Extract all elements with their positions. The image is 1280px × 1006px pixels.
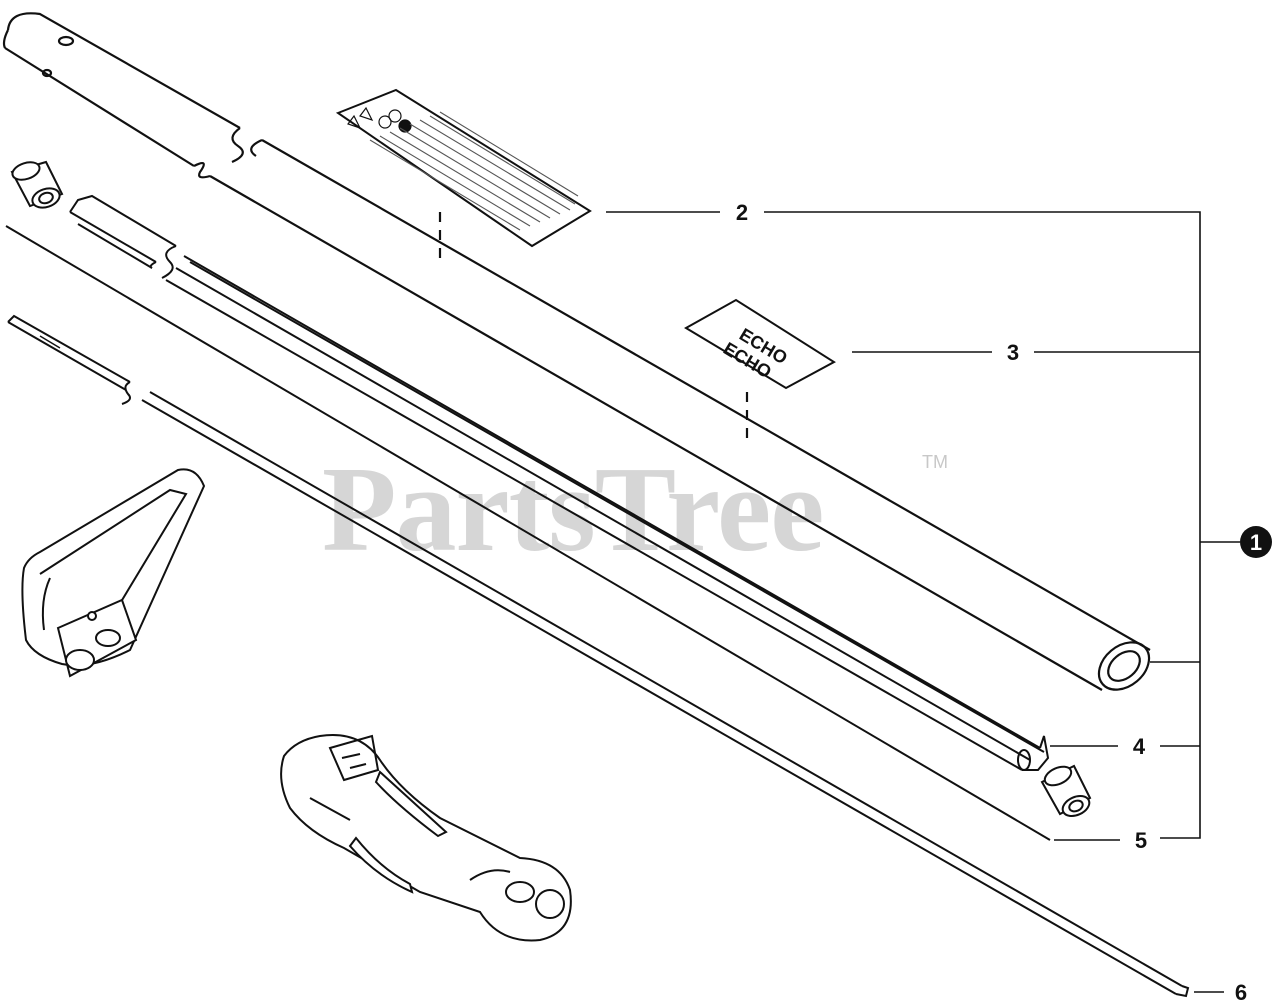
throttle-handle[interactable] — [280, 734, 572, 942]
loop-handle[interactable] — [21, 468, 206, 678]
callout-1-badge — [1240, 526, 1272, 558]
bushing-right[interactable] — [1040, 763, 1092, 820]
outer-shaft-tube[interactable] — [2, 12, 1158, 699]
brand-decal[interactable]: ECHO ECHO — [684, 298, 836, 446]
watermark: PartsTree TM — [322, 442, 948, 577]
callout-3: 3 — [1007, 340, 1019, 365]
callout-labels: 2 3 4 5 6 1 — [736, 200, 1272, 1005]
shaft-liner[interactable] — [69, 194, 1050, 771]
bushing-left[interactable] — [10, 159, 64, 211]
callout-6: 6 — [1235, 980, 1247, 1005]
callout-5: 5 — [1135, 828, 1147, 853]
callout-2: 2 — [736, 200, 748, 225]
callout-1: 1 — [1250, 530, 1262, 555]
watermark-text: PartsTree — [322, 442, 823, 577]
callout-4: 4 — [1133, 734, 1146, 759]
warning-label-decal[interactable] — [335, 88, 592, 262]
bushing-leader-line — [5, 225, 1051, 841]
drive-shaft[interactable] — [7, 314, 1190, 998]
callout-leaders — [606, 211, 1240, 993]
watermark-trademark: TM — [922, 452, 948, 472]
